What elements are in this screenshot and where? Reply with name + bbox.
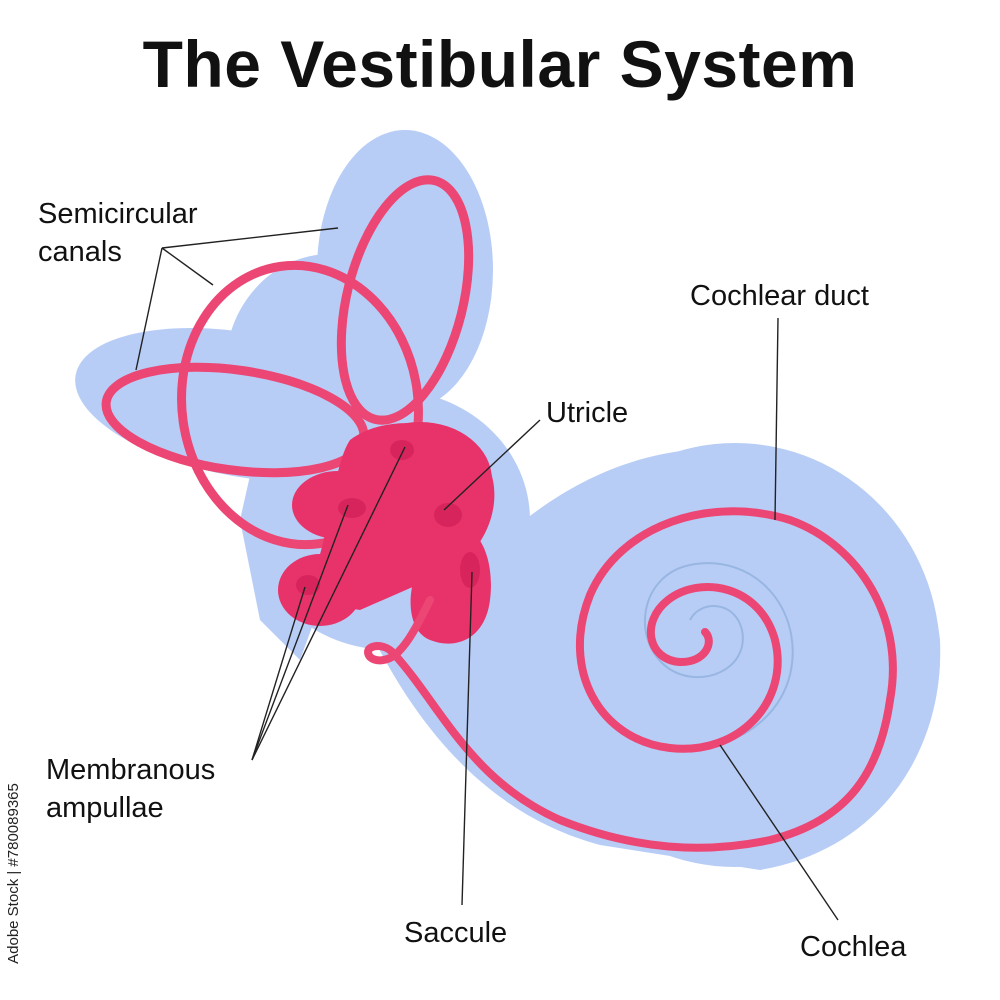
label-membranous-line2: ampullae	[46, 792, 164, 824]
label-cochlear-duct: Cochlear duct	[690, 280, 869, 312]
saccule-macula	[460, 552, 480, 588]
ampulla-crista-2	[338, 498, 366, 518]
label-semicircular-line1: Semicircular	[38, 198, 198, 230]
page-title: The Vestibular System	[142, 27, 858, 101]
label-cochlea: Cochlea	[800, 931, 907, 963]
leader-ampullae-1	[251, 446, 406, 761]
bony-spiral	[619, 562, 794, 751]
leader-semicircular-1	[161, 227, 339, 249]
ampulla-crista-1	[390, 440, 414, 460]
label-membranous-ampullae: Membranous ampullae	[46, 753, 215, 825]
label-semicircular-line2: canals	[38, 236, 122, 268]
label-semicircular-canals: Semicircular canals	[38, 197, 198, 269]
leader-utricle	[443, 419, 541, 511]
leader-saccule	[461, 571, 473, 906]
leader-cochlea	[719, 744, 839, 921]
utricle-macula	[434, 503, 462, 527]
label-utricle: Utricle	[546, 397, 629, 429]
ampulla-crista-3	[296, 575, 320, 595]
cochlear-duct-spiral	[576, 507, 897, 753]
leader-ampullae-2	[251, 504, 349, 761]
posterior-canal	[177, 260, 423, 550]
leader-lines	[135, 227, 839, 921]
leader-semicircular-3	[135, 247, 163, 371]
leader-semicircular-2	[161, 247, 214, 286]
stock-watermark: Adobe Stock | #780089365	[2, 758, 24, 988]
leader-ampullae-3	[251, 586, 306, 761]
anterior-canal	[336, 175, 474, 425]
label-saccule: Saccule	[404, 917, 508, 949]
leader-cochlear-duct	[774, 317, 779, 521]
watermark-text: Adobe Stock | #780089365	[4, 782, 22, 964]
label-membranous-line1: Membranous	[46, 754, 216, 786]
ductus-reuniens	[364, 596, 894, 852]
